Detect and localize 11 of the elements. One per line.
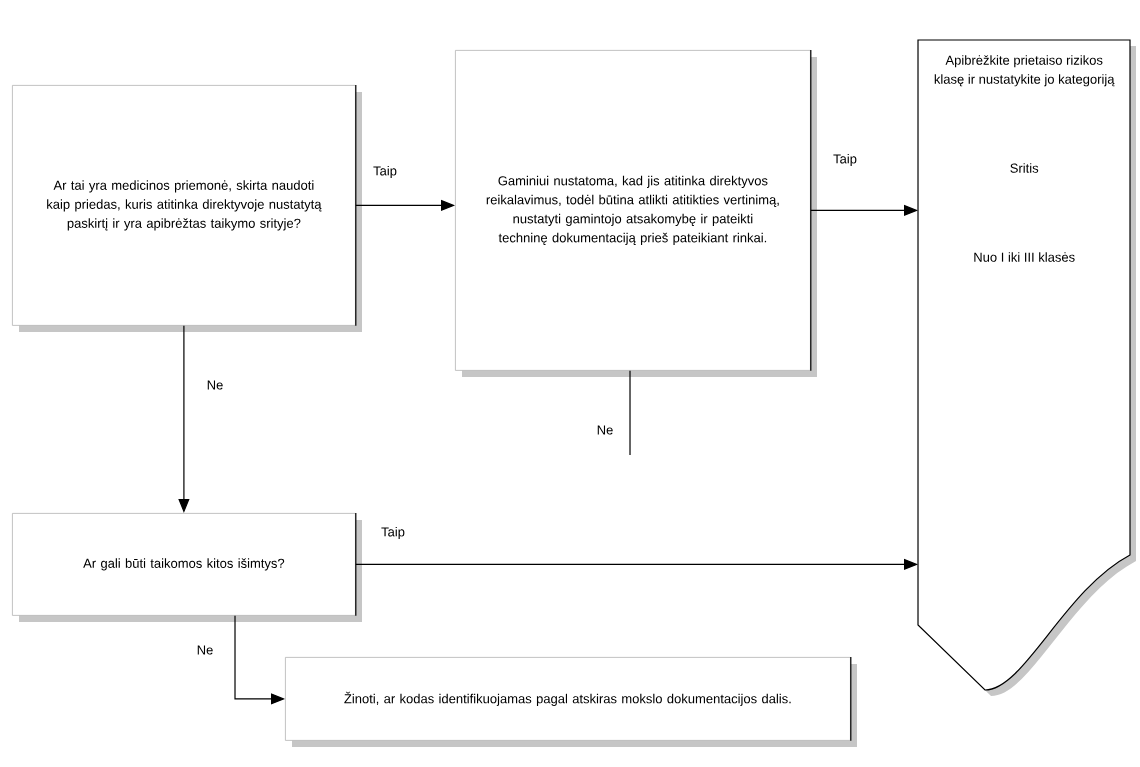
edge-label: Ne (194, 643, 216, 657)
process-box: Ar tai yra medicinos priemonė, skirta naudoti kaip priedas, kuris atitinka direktyvoje nustatytą paskirtį ir yra apibrėžtas taikymo srityje? (12, 84, 362, 332)
process-box: Gaminiui nustatoma, kad jis atitinka direktyvos reikalavimus, todėl būtina atlikti atitikties vertinimą, nustatyti gamintojo atsakomybę ir pateikti techninę dokumentaciją prieš pateikiant rinkai. (455, 49, 817, 377)
edge-label: Taip (379, 524, 407, 542)
process-box: Žinoti, ar kodas identifikuojamas pagal atskiras mokslo dokumentacijos dalis. (285, 656, 857, 747)
edge-label: Ne (204, 378, 226, 392)
process-box: Ar gali būti taikomos kitos išimtys? (12, 512, 362, 622)
edge-label: Taip (371, 163, 399, 181)
edge-label: Taip (831, 151, 859, 169)
connector-line (629, 370, 631, 456)
edge-label: Ne (594, 423, 616, 437)
